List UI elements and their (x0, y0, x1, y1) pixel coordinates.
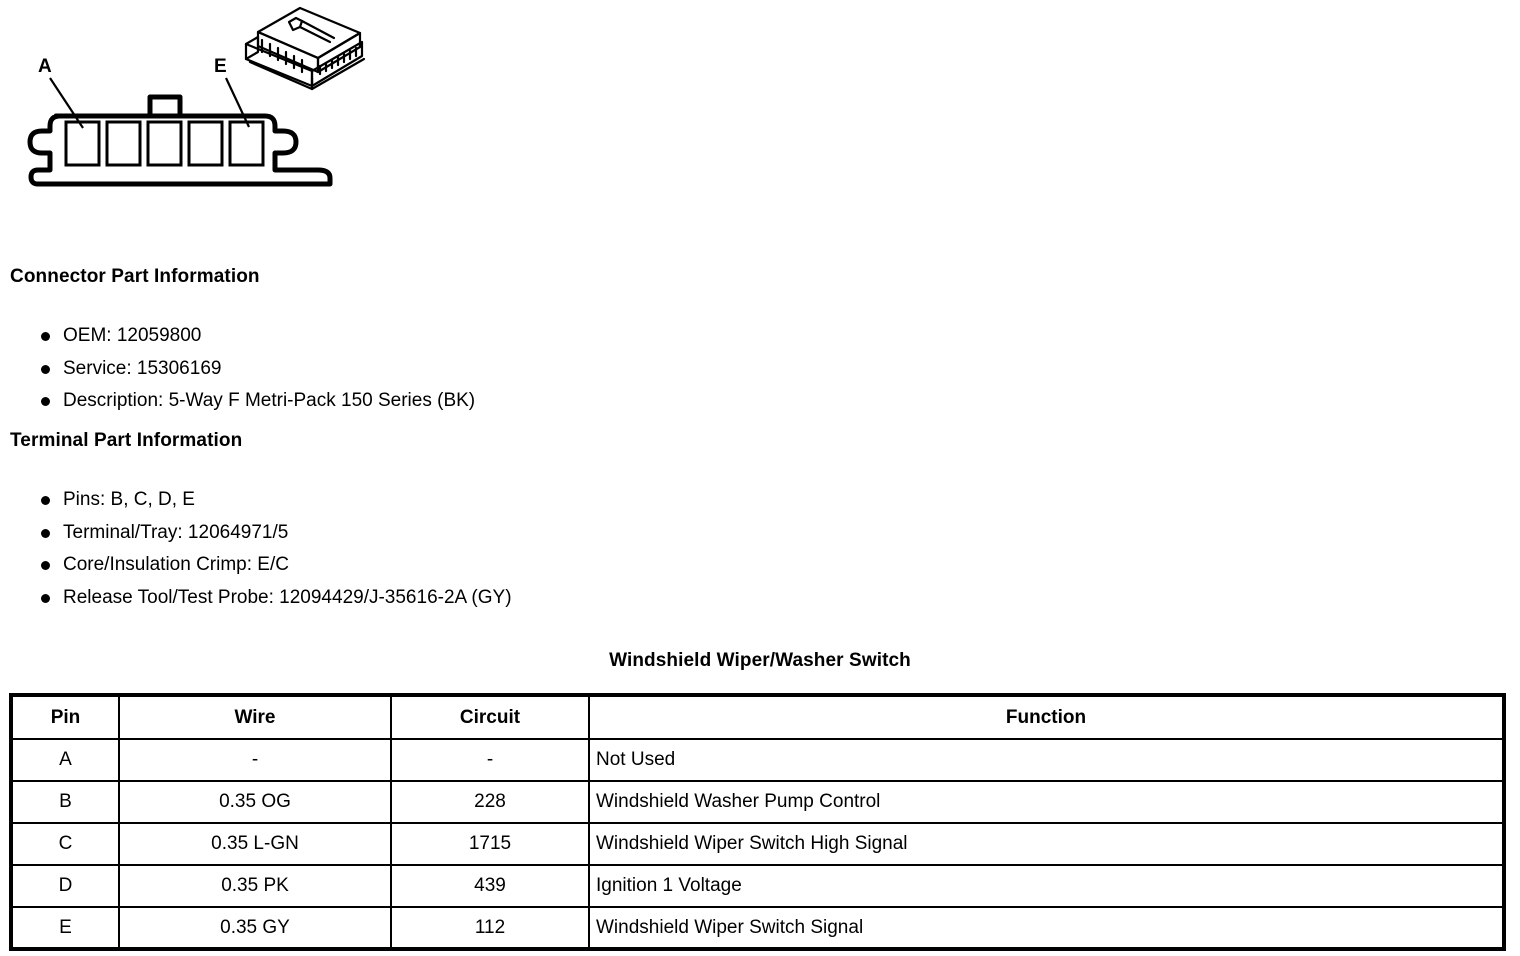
cell-pin: B (10, 780, 120, 824)
bullet-icon (41, 397, 50, 406)
table-row: A - - Not Used (10, 738, 1505, 782)
list-item-text: Core/Insulation Crimp: E/C (63, 554, 289, 575)
cell-circuit: 228 (390, 780, 590, 824)
column-header-circuit: Circuit (390, 694, 590, 740)
list-item-text: Service: 15306169 (63, 357, 222, 379)
cell-circuit: 112 (390, 906, 590, 950)
bullet-icon (41, 561, 50, 570)
cell-function: Windshield Wiper Switch High Signal (588, 822, 1505, 866)
cell-pin: D (10, 864, 120, 908)
pin-label-e: E (214, 56, 227, 77)
cavity-d (187, 120, 224, 167)
list-item: Pins: B, C, D, E (10, 484, 512, 517)
connector-face-outline (27, 94, 333, 187)
cell-function: Windshield Washer Pump Control (588, 780, 1505, 824)
cell-wire: - (118, 738, 392, 782)
bullet-icon (41, 496, 50, 505)
table-row: D 0.35 PK 439 Ignition 1 Voltage (10, 864, 1505, 908)
leader-line-a (49, 77, 84, 129)
cell-wire: 0.35 L-GN (118, 822, 392, 866)
list-item-text: Description: 5-Way F Metri-Pack 150 Seri… (63, 390, 476, 411)
cell-pin: E (10, 906, 120, 950)
cavity-e (228, 120, 265, 167)
cell-pin: A (10, 738, 120, 782)
cell-wire: 0.35 OG (118, 780, 392, 824)
list-item-text: Release Tool/Test Probe: 12094429/J-3561… (63, 586, 512, 608)
table-row: B 0.35 OG 228 Windshield Washer Pump Con… (10, 780, 1505, 824)
cavity-c (146, 120, 183, 167)
table-header-row: Pin Wire Circuit Function (10, 694, 1505, 740)
list-item: Core/Insulation Crimp: E/C (10, 549, 512, 582)
list-item: Service: 15306169 (10, 353, 475, 386)
table-row: E 0.35 GY 112 Windshield Wiper Switch Si… (10, 906, 1505, 950)
bullet-icon (41, 364, 50, 374)
connector-illustration: A E (0, 0, 400, 215)
list-item-text: Terminal/Tray: 12064971/5 (63, 521, 289, 543)
cell-function: Ignition 1 Voltage (588, 864, 1505, 908)
cell-circuit: 439 (390, 864, 590, 908)
cavity-b (105, 120, 142, 167)
cell-wire: 0.35 PK (118, 864, 392, 908)
terminal-part-information-heading: Terminal Part Information (10, 430, 243, 451)
cell-circuit: - (390, 738, 590, 782)
cavity-a (64, 120, 101, 167)
leader-line-e (225, 77, 250, 128)
list-item-text: Pins: B, C, D, E (63, 489, 195, 510)
connector-isometric-view (244, 6, 366, 91)
column-header-wire: Wire (118, 694, 392, 740)
table-row: C 0.35 L-GN 1715 Windshield Wiper Switch… (10, 822, 1505, 866)
list-item: OEM: 12059800 (10, 320, 475, 353)
cell-pin: C (10, 822, 120, 866)
bullet-icon (41, 528, 50, 538)
pin-label-a: A (38, 56, 52, 77)
cell-wire: 0.35 GY (118, 906, 392, 950)
cell-function: Not Used (588, 738, 1505, 782)
terminal-part-information-list: Pins: B, C, D, E Terminal/Tray: 12064971… (10, 484, 512, 614)
bullet-icon (41, 593, 50, 603)
list-item: Description: 5-Way F Metri-Pack 150 Seri… (10, 385, 475, 418)
column-header-function: Function (588, 694, 1505, 740)
list-item: Release Tool/Test Probe: 12094429/J-3561… (10, 582, 512, 615)
list-item: Terminal/Tray: 12064971/5 (10, 517, 512, 550)
pinout-table-title: Windshield Wiper/Washer Switch (609, 650, 911, 671)
cell-function: Windshield Wiper Switch Signal (588, 906, 1505, 950)
cell-circuit: 1715 (390, 822, 590, 866)
list-item-text: OEM: 12059800 (63, 325, 202, 346)
column-header-pin: Pin (10, 694, 120, 740)
connector-part-information-heading: Connector Part Information (10, 266, 260, 287)
connector-part-information-list: OEM: 12059800 Service: 15306169 Descript… (10, 320, 475, 418)
pinout-table-container: Pin Wire Circuit Function A - - Not Used… (9, 693, 1506, 951)
bullet-icon (41, 332, 50, 341)
terminal-cavities (64, 120, 265, 167)
pinout-table: Pin Wire Circuit Function A - - Not Used… (9, 693, 1506, 951)
